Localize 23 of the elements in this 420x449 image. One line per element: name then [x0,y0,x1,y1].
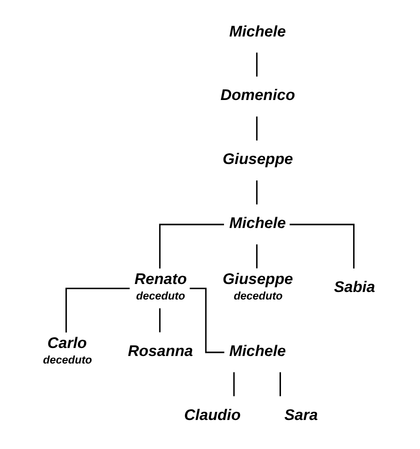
connector [159,308,161,332]
connector [256,180,258,204]
connector [290,224,355,269]
connector [159,224,224,269]
node-text: Rosanna [128,342,194,360]
node-text: Sara [284,406,318,424]
node-text: Giuseppe [222,151,293,168]
node-text: Michele [229,342,286,360]
node-text: Michele [229,215,286,232]
node-text: Giuseppe deceduto [222,271,293,302]
connector [256,52,258,77]
connector [256,244,258,268]
connector [280,372,281,396]
connector [65,288,130,332]
node-text: Domenico [220,87,296,104]
node-text: Renato deceduto [134,271,187,302]
node-text: Carlo deceduto [43,335,92,366]
node-text: Claudio [184,406,241,424]
node-text: Michele [229,23,286,40]
connector [233,372,235,396]
connector [190,288,224,354]
node-text: Sabia [334,278,376,296]
connector [256,116,258,140]
